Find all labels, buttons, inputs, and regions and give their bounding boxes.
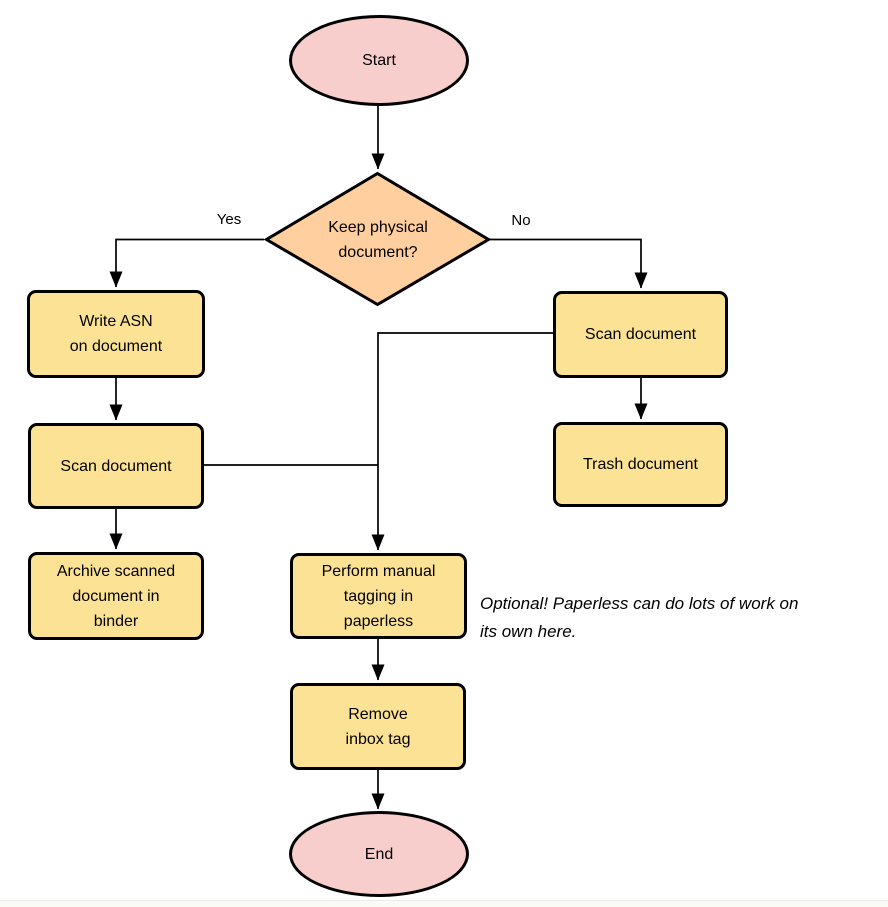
edge-label-no: No: [511, 212, 531, 229]
node-end-label: End: [364, 845, 394, 863]
node-start-label: Start: [362, 52, 396, 69]
node-remove-inbox-tag: Remove inbox tag: [290, 683, 466, 770]
node-write-asn: Write ASN on document: [27, 290, 205, 378]
node-end: End: [289, 811, 469, 897]
decision-diamond-shape: [263, 171, 492, 307]
node-archive-binder-label: Archive scanned document in binder: [56, 562, 176, 630]
node-remove-inbox-tag-label: Remove inbox tag: [345, 705, 411, 748]
optional-note: Optional! Paperless can do lots of work …: [480, 594, 799, 641]
node-scan-document-right-label: Scan document: [584, 326, 697, 343]
edge-decision-yes-to-write-asn: [109, 238, 264, 288]
node-manual-tagging-label: Perform manual tagging in paperless: [321, 562, 436, 630]
edge-label-yes: Yes: [216, 211, 242, 228]
edge-scan-right-to-tagging: [371, 332, 553, 551]
page-bottom-divider: [0, 900, 888, 907]
node-write-asn-label: Write ASN on document: [69, 313, 163, 355]
node-trash-document: Trash document: [553, 422, 728, 507]
node-trash-document-label: Trash document: [582, 456, 698, 473]
edge-decision-no-to-scan-right: [490, 238, 648, 289]
node-manual-tagging: Perform manual tagging in paperless: [290, 553, 467, 639]
node-start: Start: [289, 15, 469, 106]
node-decision-label: Keep physical document?: [328, 218, 428, 261]
node-archive-binder: Archive scanned document in binder: [28, 552, 204, 640]
node-scan-document-left: Scan document: [28, 423, 204, 509]
node-scan-document-left-label: Scan document: [60, 457, 172, 475]
node-scan-document-right: Scan document: [553, 291, 728, 378]
node-decision: Keep physical document?: [288, 202, 468, 277]
